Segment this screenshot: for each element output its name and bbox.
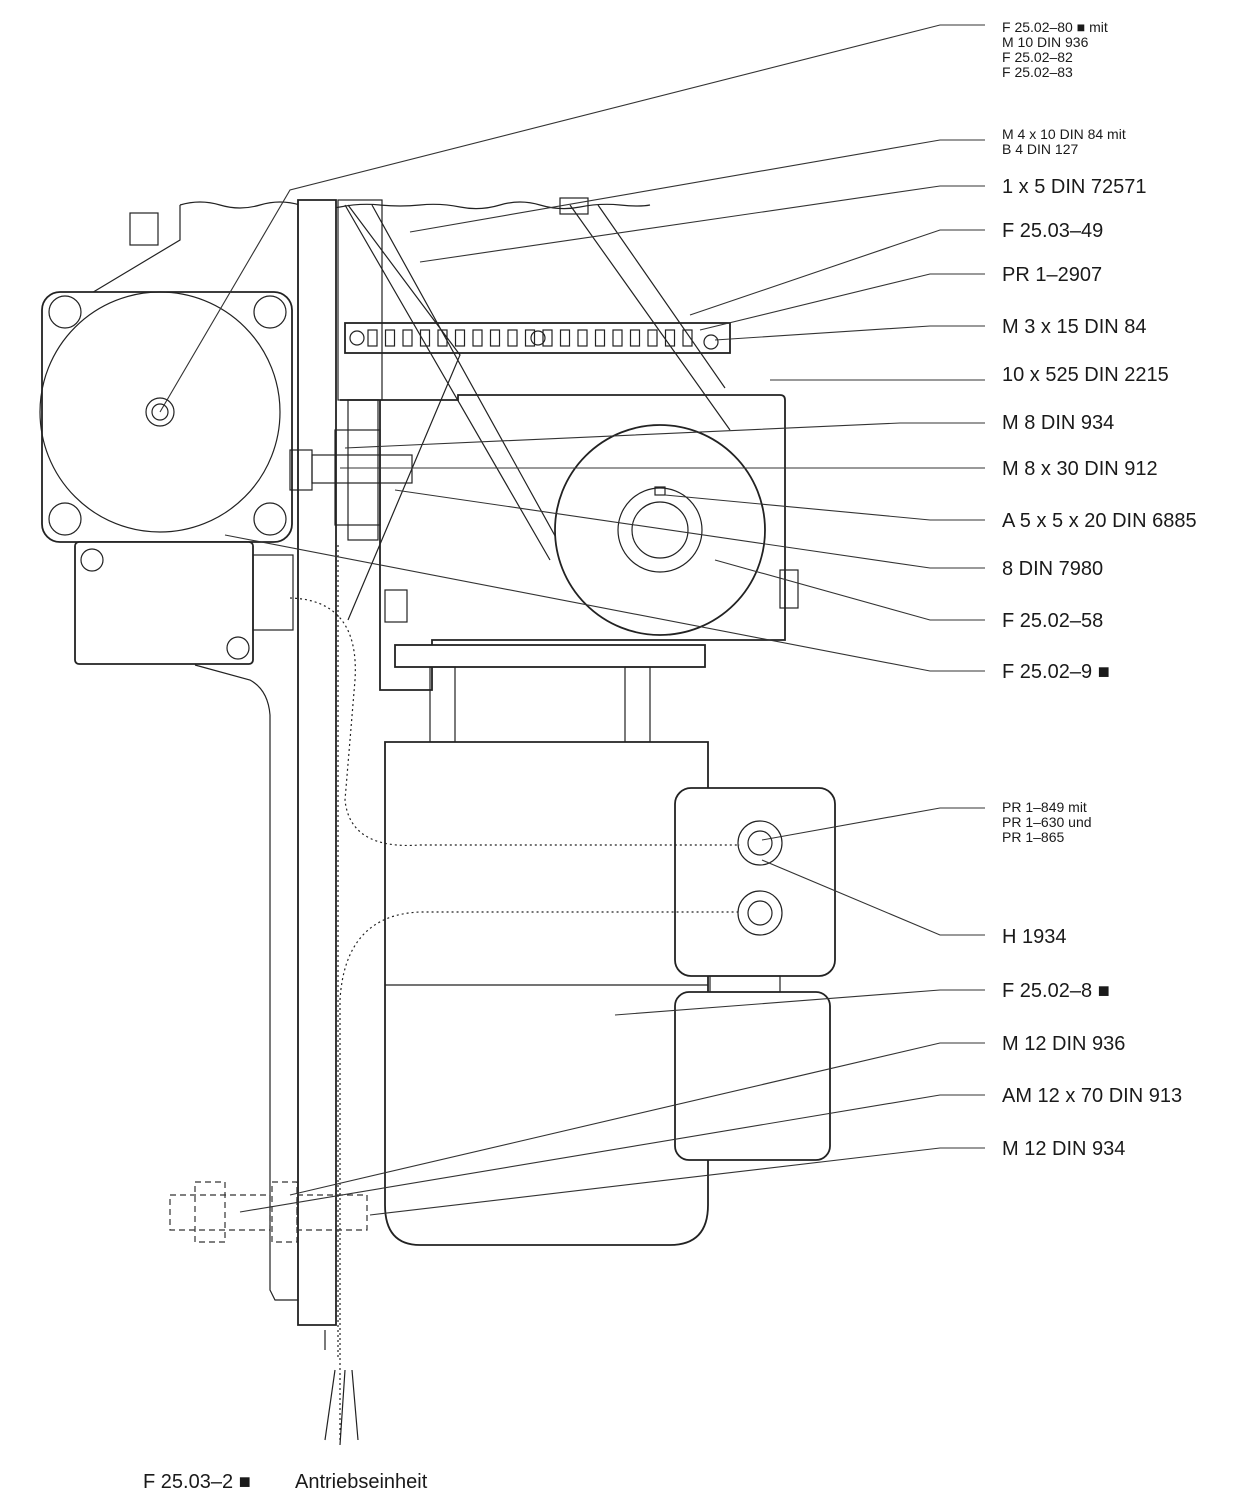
terminal-cell	[454, 329, 466, 347]
label-l2: M 4 x 10 DIN 84 mit B 4 DIN 127	[1002, 126, 1130, 157]
v-belt	[344, 204, 731, 621]
label-l13: F 25.02–9 ■	[1002, 661, 1110, 683]
mounting-plate	[297, 199, 337, 1326]
label-l10: A 5 x 5 x 20 DIN 6885	[1002, 510, 1197, 532]
terminal-cell	[612, 329, 623, 347]
label-l7: 10 x 525 DIN 2215	[1002, 364, 1169, 386]
terminal-cell	[629, 329, 641, 347]
terminal-cell	[367, 329, 378, 347]
terminal-cell	[419, 329, 431, 347]
drive-motor	[384, 644, 709, 1246]
leader-lines	[159, 24, 985, 1216]
label-l15: H 1934	[1002, 926, 1067, 948]
terminal-cell	[489, 329, 501, 347]
label-l16: F 25.02–8 ■	[1002, 980, 1110, 1002]
terminal-cell	[384, 329, 396, 347]
terminal-strip	[344, 322, 731, 354]
callout-labels: F 25.02–80 ■ mit M 10 DIN 936 F 25.02–82…	[1002, 19, 1197, 1160]
terminal-cell	[507, 329, 518, 347]
column-body	[79, 200, 299, 1301]
caption-title: Antriebseinheit	[295, 1471, 428, 1493]
figure-caption: F 25.03–2 ■ Antriebseinheit	[143, 1471, 428, 1493]
pulley	[554, 424, 766, 636]
terminal-cell	[542, 329, 553, 347]
label-l17: M 12 DIN 936	[1002, 1033, 1125, 1055]
label-l18: AM 12 x 70 DIN 913	[1002, 1085, 1182, 1107]
terminal-cell	[402, 329, 413, 347]
fasteners	[289, 197, 799, 609]
stepper-motor	[39, 212, 293, 543]
terminal-cell	[559, 329, 571, 347]
terminal-cell	[647, 329, 658, 347]
caption-part-number: F 25.03–2 ■	[143, 1471, 251, 1493]
terminal-cell	[594, 329, 606, 347]
terminal-cell	[472, 329, 483, 347]
label-l19: M 12 DIN 934	[1002, 1138, 1125, 1160]
cable-ends	[324, 1330, 359, 1446]
conduits	[289, 545, 740, 1440]
junction-boxes	[674, 787, 836, 1161]
leveling-bolt	[169, 1181, 368, 1243]
label-l6: M 3 x 15 DIN 84	[1002, 316, 1147, 338]
label-l5: PR 1–2907	[1002, 264, 1102, 286]
label-l1: F 25.02–80 ■ mit M 10 DIN 936 F 25.02–82…	[1002, 19, 1112, 80]
label-l12: F 25.02–58	[1002, 610, 1103, 632]
break-line	[179, 201, 651, 210]
terminal-cell	[682, 329, 693, 347]
assembly-drawing	[39, 197, 836, 1446]
label-l11: 8 DIN 7980	[1002, 558, 1103, 580]
label-l9: M 8 x 30 DIN 912	[1002, 458, 1158, 480]
terminal-cell	[577, 329, 588, 347]
label-l4: F 25.03–49	[1002, 220, 1103, 242]
label-l3: 1 x 5 DIN 72571	[1002, 176, 1147, 198]
terminal-cell	[524, 329, 536, 347]
label-l8: M 8 DIN 934	[1002, 412, 1114, 434]
terminal-box	[74, 541, 294, 665]
label-l14: PR 1–849 mit PR 1–630 und PR 1–865	[1002, 799, 1095, 845]
